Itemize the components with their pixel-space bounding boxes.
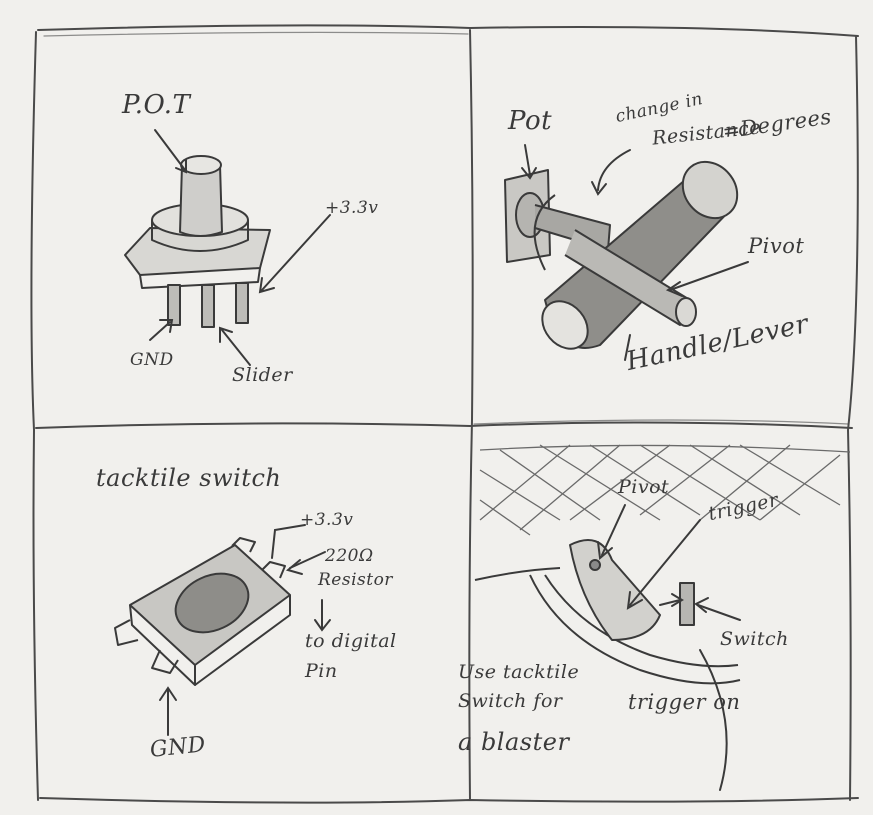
tactile-supply-label: +3.3v <box>300 512 353 529</box>
trigger-note-line3: trigger on <box>628 692 740 713</box>
tactile-ground-label: GND <box>149 734 207 762</box>
tactile-title: tacktile switch <box>96 466 281 490</box>
trigger-arrows <box>598 505 740 790</box>
pot-ground-label: GND <box>130 352 174 369</box>
trigger-note-line1: Use tacktile <box>458 663 579 682</box>
digital-pin-line1: to digital <box>305 632 397 651</box>
trigger-note-line2: Switch for <box>458 692 562 711</box>
trigger-pivot-label: Pivot <box>618 478 669 497</box>
potentiometer-sketch <box>125 156 270 327</box>
pot-slider-label: Slider <box>232 366 293 385</box>
digital-pin-line2: Pin <box>305 662 338 681</box>
pivot-label: Pivot <box>748 236 804 257</box>
pot-mechanism-sketch <box>505 151 748 358</box>
pot-title: P.O.T <box>122 92 190 118</box>
pot-supply-label: +3.3v <box>325 200 378 217</box>
switch-label: Switch <box>720 630 789 649</box>
resistor-label: Resistor <box>318 572 393 589</box>
tactile-switch-sketch <box>115 538 290 685</box>
resistor-value-label: 220Ω <box>325 548 374 565</box>
pot-label: Pot <box>508 108 552 134</box>
trigger-note-line4: a blaster <box>458 730 569 754</box>
